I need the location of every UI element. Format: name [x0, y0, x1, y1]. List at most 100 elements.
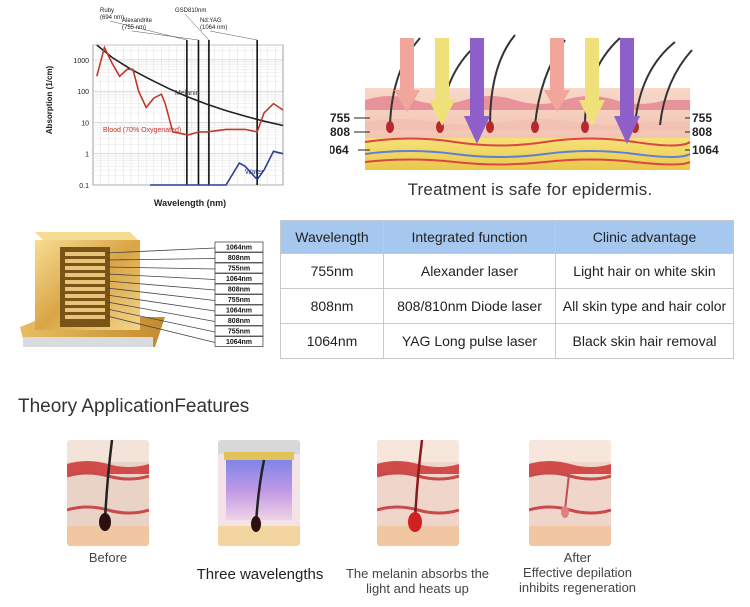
- step-caption-three-wavelengths: Three wavelengths: [196, 566, 324, 583]
- marker-sub-label: (755 nm): [122, 25, 146, 31]
- table-cell: All skin type and hair color: [555, 288, 734, 324]
- wavelength-label-box: [214, 294, 264, 305]
- step-caption-melanin: The melanin absorbs the light and heats …: [335, 566, 500, 596]
- wavelength-label-box: [214, 283, 264, 295]
- step-caption-melanin-line2: light and heats up: [366, 581, 469, 596]
- label-leader: [106, 258, 216, 261]
- marker-label: Alexandrite: [122, 18, 153, 24]
- chart-grid: [92, 44, 284, 186]
- marker-leader: [131, 30, 199, 41]
- label-leader: [106, 301, 216, 322]
- series-line-water: [150, 150, 284, 186]
- hair-bulbs: [386, 121, 639, 133]
- wavelength-label-box: [214, 273, 264, 284]
- chart-y-tick: 100: [77, 89, 89, 96]
- marker-leader: [184, 13, 210, 41]
- chart-y-tick: 0.1: [79, 183, 89, 190]
- label-leader: [106, 287, 216, 301]
- series-label-water: Water: [245, 169, 264, 176]
- arrow-755-left: [394, 38, 420, 112]
- skin-label-right-808: 808: [692, 125, 712, 139]
- wavelength-table: Wavelength Integrated function Clinic ad…: [280, 220, 734, 359]
- table-cell: YAG Long pulse laser: [383, 323, 556, 359]
- chart-y-tick: 10: [81, 120, 89, 127]
- step-caption-after-line1: After: [563, 550, 592, 565]
- marker-label: Ruby: [100, 8, 114, 14]
- table-cell: 808nm: [280, 288, 384, 324]
- label-leader: [106, 308, 216, 333]
- step-caption-after-line3: inhibits regeneration: [518, 580, 637, 595]
- skin-label-right-755: 755: [692, 111, 712, 125]
- table-cell: 808/810nm Diode laser: [383, 288, 556, 324]
- chart-y-label: Absorption (1/cm): [45, 65, 54, 134]
- skin-label-left-755: 755: [330, 111, 350, 125]
- wavelength-label: 1064nm: [226, 308, 252, 315]
- wavelength-label-box: [214, 336, 264, 347]
- skin-label-left-1064: 1064: [330, 143, 349, 157]
- wavelength-label: 1064nm: [226, 245, 252, 252]
- table-cell: Alexander laser: [383, 253, 556, 289]
- table-row: 808nm 808/810nm Diode laser All skin typ…: [280, 288, 734, 324]
- series-line-blood: [96, 45, 284, 136]
- step-melanin-absorbs-image: [377, 440, 459, 546]
- wavelength-label: 755nm: [228, 266, 250, 273]
- arrow-1064-right: [614, 38, 640, 144]
- table-row: 1064nm YAG Long pulse laser Black skin h…: [280, 323, 734, 359]
- marker-sub-label: (1064 nm): [200, 25, 227, 31]
- wavelength-label: 808nm: [228, 318, 250, 325]
- absorption-chart: Ruby(694 nm)Alexandrite(755 nm) GSD810nmN…: [45, 8, 284, 208]
- chart-y-tick: 1000: [73, 58, 89, 65]
- step-after-image: [529, 440, 611, 546]
- step-caption-after-line2: Effective depilation: [523, 565, 632, 580]
- table-cell: Black skin hair removal: [555, 323, 734, 359]
- step-caption-before: Before: [88, 550, 128, 565]
- chart-plot-area: [92, 44, 284, 186]
- blood-vessel: [364, 137, 691, 147]
- label-leader: [106, 294, 216, 312]
- chart-y-ticks: 1000 100 10 1 0.1: [73, 58, 89, 190]
- step-three-wavelengths-image: [218, 440, 300, 546]
- table-header-wavelength: Wavelength: [280, 220, 384, 254]
- step-caption-after: After Effective depilation inhibits rege…: [505, 550, 650, 595]
- table-cell: 755nm: [280, 253, 384, 289]
- label-leader: [106, 266, 216, 270]
- wavelength-label-box: [214, 252, 264, 263]
- table-cell: Light hair on white skin: [555, 253, 734, 289]
- wavelength-label-box: [214, 325, 264, 337]
- arrow-755-right: [544, 38, 570, 112]
- table-header-function: Integrated function: [383, 220, 556, 254]
- label-leader: [106, 280, 216, 291]
- safety-caption: Treatment is safe for epidermis.: [407, 180, 653, 199]
- skin-penetration-diagram: 755 808 1064 755 808 1064: [330, 34, 719, 170]
- section-title: Theory ApplicationFeatures: [18, 396, 250, 417]
- wavelength-label: 755nm: [228, 329, 250, 336]
- wavelength-label-box: [214, 304, 264, 316]
- wavelength-label: 755nm: [228, 297, 250, 304]
- label-leader: [106, 247, 216, 254]
- wavelength-label-box: [214, 262, 264, 274]
- marker-label: GSD810nm: [175, 8, 206, 14]
- step-before-image: [67, 440, 149, 546]
- label-leader: [106, 315, 216, 343]
- wavelength-label-box: [214, 315, 264, 326]
- table-header-row: Wavelength Integrated function Clinic ad…: [280, 220, 734, 254]
- wavelength-label: 808nm: [228, 287, 250, 294]
- arrow-808-right: [579, 38, 605, 126]
- table-row: 755nm Alexander laser Light hair on whit…: [280, 253, 734, 289]
- series-line-melanin: [96, 44, 284, 127]
- skin-label-right-1064: 1064: [692, 143, 719, 157]
- chart-y-tick: 1: [85, 152, 89, 159]
- table-cell: 1064nm: [280, 323, 384, 359]
- series-label-blood: Blood (70% Oxygenated): [103, 127, 181, 134]
- laser-handpiece-image: 1064nm 808nm 755nm 1064nm 808nm 755nm 1064nm 80…: [20, 232, 264, 347]
- skin-label-left-808: 808: [330, 125, 350, 139]
- wavelength-label: 1064nm: [226, 276, 252, 283]
- wavelength-label: 808nm: [228, 255, 250, 262]
- table-header-advantage: Clinic advantage: [555, 220, 734, 254]
- step-caption-melanin-line1: The melanin absorbs the: [345, 566, 490, 581]
- marker-label: Nd:YAG: [200, 18, 222, 24]
- marker-leader: [209, 30, 258, 41]
- dermis-layer: [365, 119, 690, 130]
- chart-x-label: Wavelength (nm): [154, 198, 226, 208]
- marker-sub-label: (694 nm): [100, 15, 124, 21]
